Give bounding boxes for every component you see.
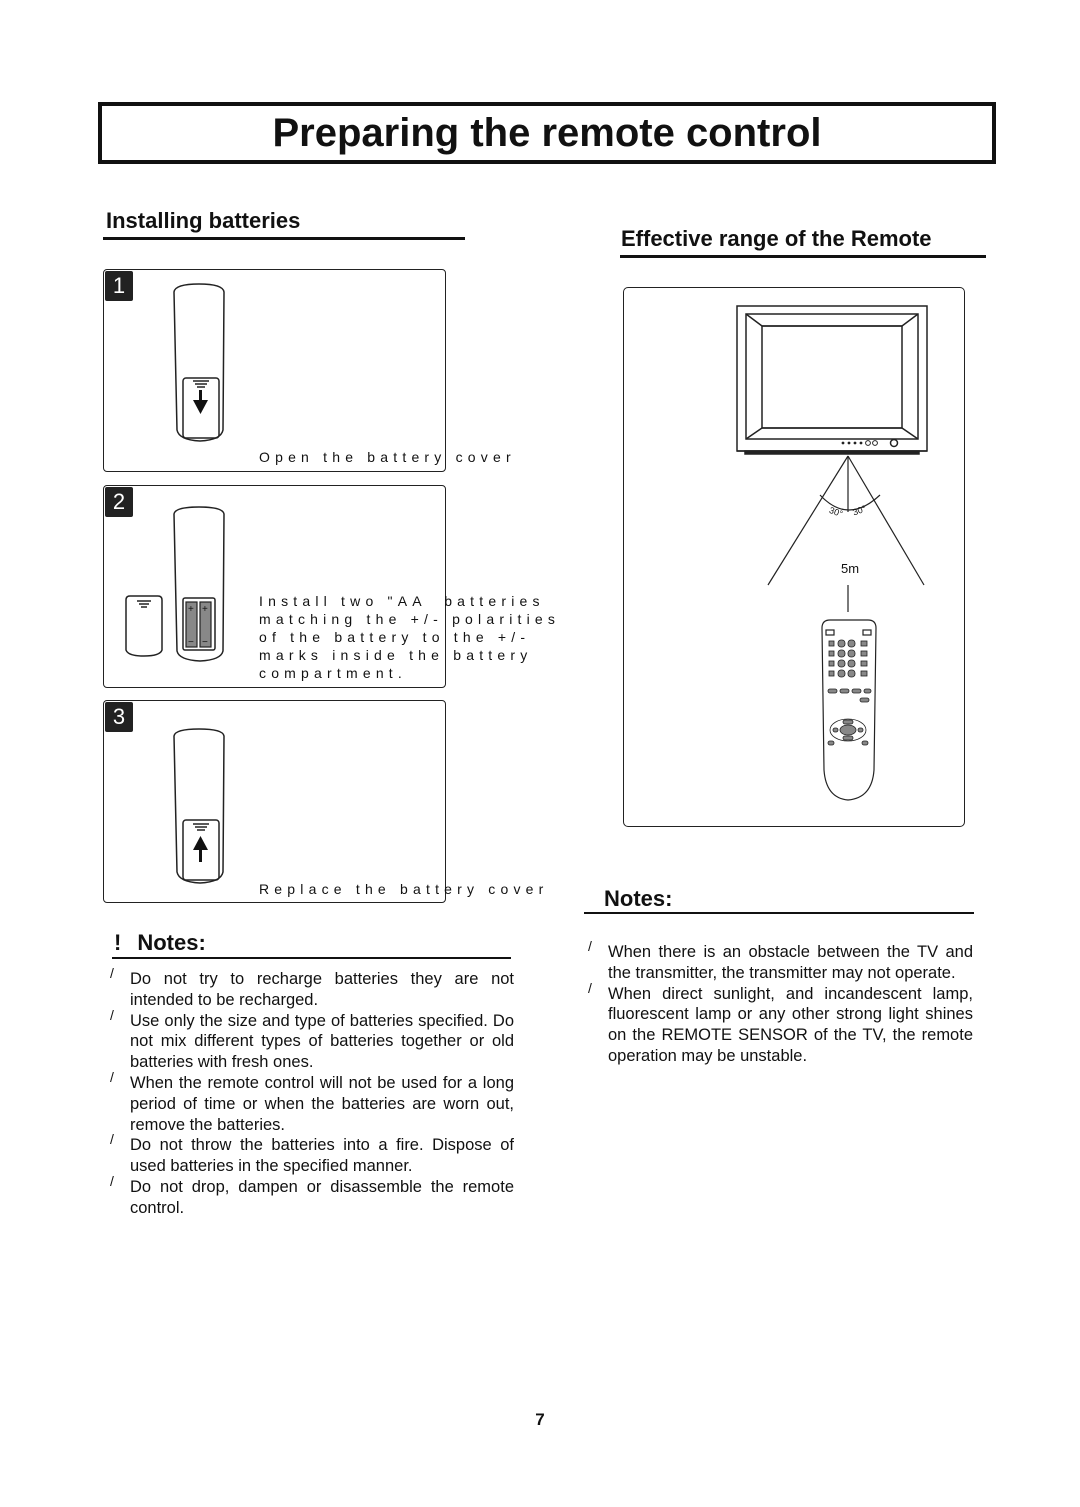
arrow-down-icon <box>193 390 208 414</box>
step-3-number: 3 <box>105 702 133 732</box>
svg-text:−: − <box>202 637 208 648</box>
step-1-number: 1 <box>105 271 133 301</box>
notes-right-heading: Notes: <box>604 886 673 911</box>
step-3-panel: 3 <box>103 700 446 903</box>
slash-bullet: / <box>110 1006 114 1023</box>
range-lines <box>767 455 925 612</box>
list-item: /Use only the size and type of batteries… <box>110 1006 514 1072</box>
title-box: Preparing the remote control <box>98 102 996 164</box>
list-item: /When there is an obstacle between the T… <box>588 938 973 982</box>
slash-bullet: / <box>110 965 114 981</box>
list-item: /Do not drop, dampen or disassemble the … <box>110 1172 514 1217</box>
notes-left-list: /Do not try to recharge batteries they a… <box>102 965 514 1219</box>
tv-buttons <box>841 440 878 446</box>
list-item: /Do not throw the batteries into a fire.… <box>110 1131 514 1176</box>
exclamation-icon: ! <box>114 930 122 955</box>
step-2-caption: Install two "AA batteries matching the +… <box>259 593 561 681</box>
page-number: 7 <box>535 1410 545 1429</box>
slash-bullet: / <box>110 1068 114 1085</box>
battery-cover <box>125 595 163 657</box>
battery-pair: + + − − <box>185 601 212 648</box>
notes-left-heading-wrap: ! Notes: <box>114 930 206 956</box>
step-3-caption: Replace the battery cover <box>259 881 549 897</box>
notes-right-rule <box>584 912 974 914</box>
arrow-up-icon <box>193 836 208 862</box>
remote-front-illustration <box>821 619 877 801</box>
notes-right-list: /When there is an obstacle between the T… <box>580 938 973 1067</box>
list-item: /When direct sunlight, and incandescent … <box>588 979 973 1065</box>
range-heading: Effective range of the Remote <box>621 226 932 251</box>
angle-right-label: 30° <box>851 503 868 517</box>
installing-rule <box>103 237 465 240</box>
page-title: Preparing the remote control <box>272 110 822 155</box>
notes-left-heading: Notes: <box>137 930 206 955</box>
slash-bullet: / <box>588 979 592 996</box>
angle-left-label: 30° <box>828 505 845 519</box>
list-item: /When the remote control will not be use… <box>110 1068 514 1134</box>
remote-back-3 <box>173 728 225 884</box>
slash-bullet: / <box>588 938 592 954</box>
remote-back-1 <box>173 283 225 442</box>
step-2-panel: 2 <box>103 485 446 688</box>
svg-text:+: + <box>202 604 208 615</box>
remote-keypad <box>827 639 872 746</box>
range-rule <box>620 255 986 258</box>
remote-back-2 <box>173 506 225 662</box>
step-1-caption: Open the battery cover <box>259 449 516 465</box>
svg-text:−: − <box>188 637 194 648</box>
step-1-panel: 1 <box>103 269 446 472</box>
list-item: /Do not try to recharge batteries they a… <box>110 965 514 1009</box>
tv-illustration <box>736 305 928 455</box>
range-illustration-box <box>623 287 965 827</box>
slash-bullet: / <box>110 1131 114 1148</box>
svg-text:+: + <box>188 604 194 615</box>
installing-heading: Installing batteries <box>106 208 301 233</box>
step-2-number: 2 <box>105 487 133 517</box>
slash-bullet: / <box>110 1172 114 1189</box>
notes-left-rule <box>112 957 511 959</box>
distance-label: 5m <box>841 561 859 576</box>
